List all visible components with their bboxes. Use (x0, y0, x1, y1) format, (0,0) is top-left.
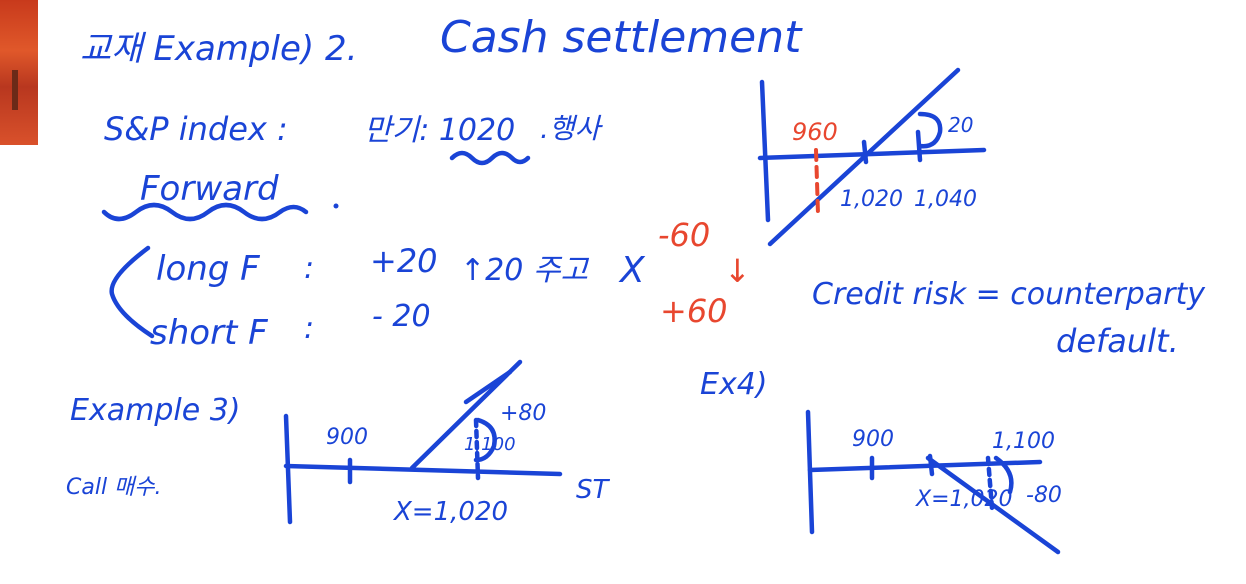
call-graph-label-1100: 1,100 (464, 434, 516, 455)
call-graph-payoff-overlay (463, 369, 513, 405)
call-graph-y-axis (283, 413, 293, 525)
ex4-graph-label-900: 900 (852, 427, 894, 452)
call-graph-axis-label: ST (576, 475, 611, 505)
short-f-value: - 20 (372, 299, 431, 334)
x-mark: X (618, 250, 646, 291)
forward-underline (101, 202, 309, 222)
top-graph-y-axis (759, 79, 771, 223)
brace-left (109, 245, 155, 339)
ex4-graph-bracket (993, 455, 1014, 495)
example3-subtitle: Call 매수. (66, 475, 162, 500)
ex4-title: Ex4) (700, 367, 768, 402)
short-f-colon: : (304, 311, 314, 346)
example3-title: Example 3) (70, 393, 240, 428)
maturity-text: 만기: 1020 (364, 113, 515, 148)
forward-dot (333, 203, 339, 209)
maturity-underline (449, 150, 531, 166)
credit-risk-line1: Credit risk = counterparty (812, 277, 1206, 312)
exercise-text: .행사 (540, 112, 604, 145)
top-graph-label-20: 20 (948, 113, 973, 137)
long-f-label: long F (156, 249, 260, 289)
top-graph-label-1020: 1,020 (840, 187, 903, 212)
red-arrow-down: ↓ (724, 252, 751, 290)
call-graph-label-900: 900 (326, 425, 368, 450)
thumbnail-detail (12, 70, 18, 110)
call-graph-label-plus80: +80 (500, 401, 546, 426)
video-thumbnail (0, 0, 38, 145)
credit-risk-line2: default. (1056, 322, 1179, 360)
call-graph-x-axis (283, 463, 563, 477)
call-graph-bracket (473, 417, 497, 463)
ex4-graph-strike-label: X=1,020 (915, 487, 1013, 512)
call-graph-strike-label: X=1,020 (392, 497, 508, 527)
ex4-graph-label-minus80: -80 (1026, 483, 1062, 508)
top-graph-label-1040: 1,040 (914, 187, 977, 212)
call-payoff-graph: 900 1,100 +80 X=1,020 ST (283, 359, 611, 527)
ex4-graph-tick-1020 (927, 453, 935, 477)
ex4-graph-label-1100: 1,100 (992, 429, 1055, 454)
ex4-graph-tick-1100 (985, 455, 995, 511)
short-call-payoff-graph: 900 1,100 X=1,020 -80 (805, 409, 1062, 555)
forward-label: Forward (140, 169, 279, 209)
header-title: Cash settlement (440, 12, 803, 63)
header-prefix: 교재 Example) 2. (80, 29, 357, 69)
top-graph-x-axis (757, 147, 987, 161)
top-graph-dashed-960 (814, 148, 820, 216)
top-graph-tick-1040 (915, 111, 943, 163)
red-plus-60: +60 (660, 292, 728, 330)
short-f-label: short F (150, 313, 268, 353)
forward-payoff-graph: 960 1,020 1,040 20 (757, 67, 987, 247)
long-f-colon: : (304, 251, 314, 286)
call-graph-tick-1100 (473, 417, 481, 481)
top-graph-label-960: 960 (792, 118, 838, 146)
sp-index-label: S&P index : (104, 110, 288, 148)
top-graph-tick-1020 (861, 139, 869, 165)
long-f-value: +20 (370, 242, 438, 280)
red-minus-60: -60 (658, 216, 710, 254)
give-20-note: ↑20 주고 (460, 253, 589, 288)
